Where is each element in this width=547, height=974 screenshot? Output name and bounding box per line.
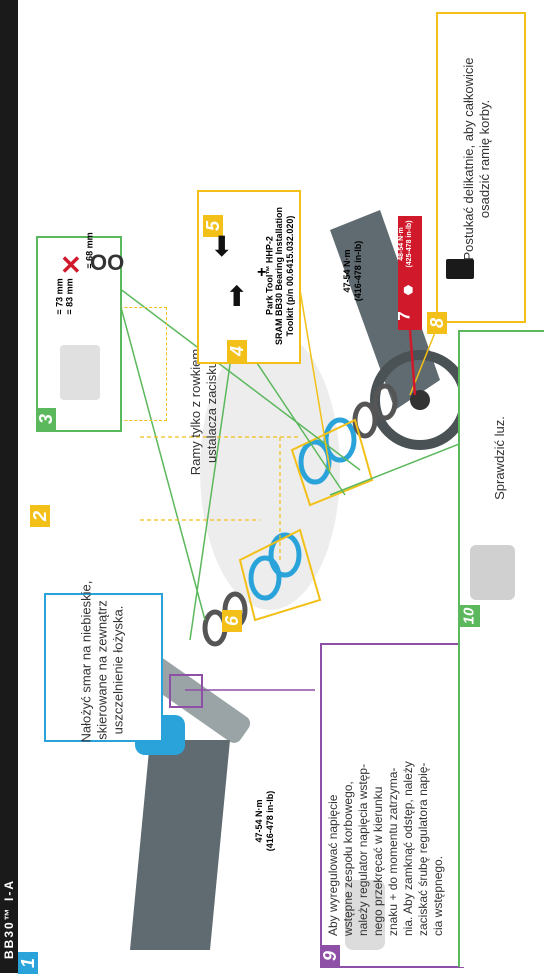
dim-83: = 83 mm [64,278,75,315]
torque-right: 47-54 N·m (416-478 in-lb) [342,240,363,302]
preload-adjuster-icon [345,880,385,950]
step-10-panel [458,330,544,967]
arrow-down-icon: ⬇ [210,231,234,262]
toolkit-text: SRAM BB30 Bearing Installation Toolkit (… [274,206,295,346]
crank-bolt [410,390,430,410]
step-9-text: Aby wyregulować napięcie wstępne zespołu… [326,761,445,936]
step-7-torque-tag [398,216,422,330]
cross-icon: ✕ [60,250,82,280]
bearing-pair-icon: OO [90,250,125,275]
step-6-badge: 6 [222,610,242,632]
step-10-text: Sprawdzić luz. [492,416,507,500]
step-1-text: Nałożyć smar na niebieskie, skierowane n… [78,580,126,743]
plus-icon: + [257,264,267,281]
step-3-badge: 3 [36,408,56,430]
step-2-badge: 2 [30,505,50,527]
step-7-torque-text: 48-54 N·m (425-478 in-lb) [398,220,413,268]
step-4-badge: 4 [227,340,247,362]
step-1-panel [44,593,163,742]
step-10-badge: 10 [458,605,480,627]
step-9-badge: 9 [320,945,340,967]
caliper-icon [60,345,100,400]
torque-left: 47-54 N·m (416-478 in-lb) [254,790,275,852]
step-9-panel [320,643,464,968]
frame-shell [200,330,340,610]
hand-crank-icon [470,545,515,600]
step-8-badge: 8 [427,312,447,334]
step-8-text: Postukać delikatnie, aby całkowicie osad… [461,57,492,261]
step-1-badge: 1 [18,952,38,974]
hex-bolt-icon: ⬢ [403,283,414,297]
left-crank-arm [130,740,230,950]
step-5-badge: 5 [203,215,223,237]
step-7-badge: 7 [394,311,414,321]
arrow-up-icon: ⬆ [225,281,249,312]
header-bar [0,0,18,973]
